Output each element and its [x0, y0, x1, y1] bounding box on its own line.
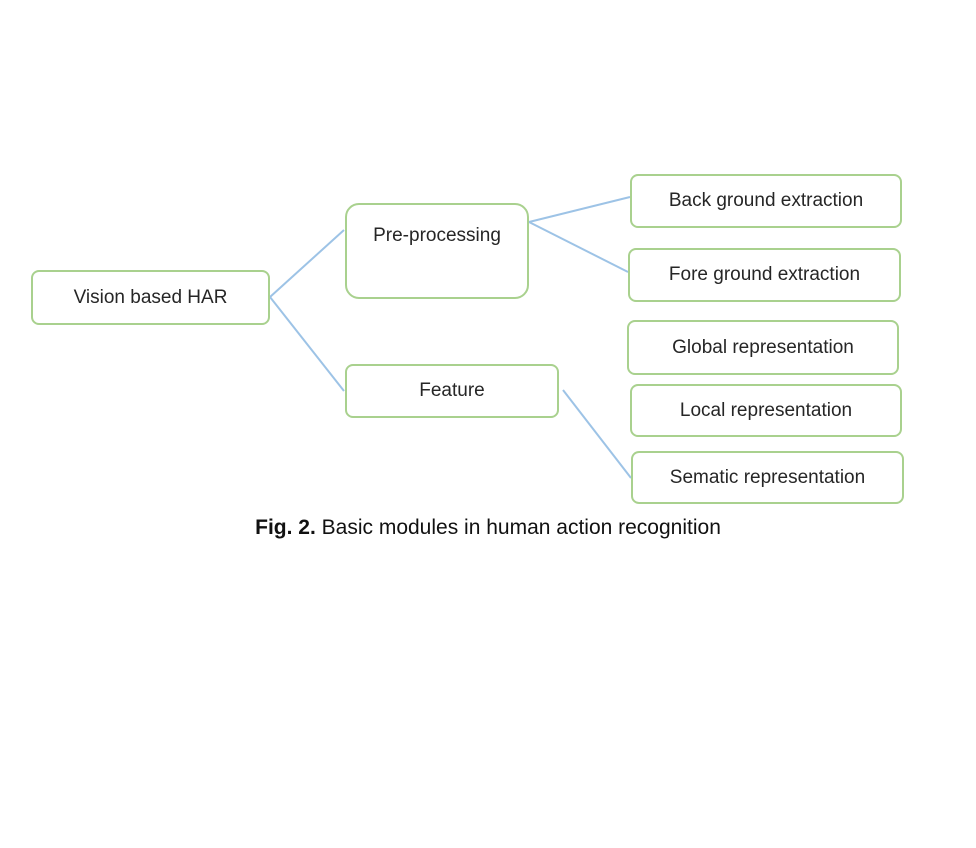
node-label: Vision based HAR: [73, 286, 228, 308]
node-label: Feature: [419, 380, 485, 401]
node-label: Back ground extraction: [668, 190, 864, 211]
connector-feature-to-sematic: [562, 389, 632, 479]
connector-preprocessing-to-background: [528, 196, 631, 223]
caption-text: Basic modules in human action recognitio…: [315, 516, 721, 539]
node-label: Pre-processing: [373, 225, 501, 246]
node-label: Local representation: [679, 399, 853, 421]
node-global-representation: Global representation: [627, 320, 899, 375]
connector-root-to-feature: [269, 296, 345, 392]
node-fore-ground-extraction: Fore ground extraction: [628, 248, 901, 302]
node-label: Sematic representation: [669, 466, 866, 488]
connector-preprocessing-to-foreground: [528, 221, 629, 273]
node-local-representation: Local representation: [630, 384, 902, 437]
figure-number: Fig. 2.: [255, 516, 316, 539]
node-back-ground-extraction: Back ground extraction: [630, 174, 902, 228]
figure-caption: Fig. 2. Basic modules in human action re…: [0, 516, 976, 540]
node-feature: Feature: [345, 364, 559, 418]
node-vision-based-har: Vision based HAR: [31, 270, 270, 325]
node-label: Fore ground extraction: [668, 264, 861, 285]
node-label: Global representation: [672, 336, 854, 358]
connector-root-to-preprocessing: [269, 229, 345, 298]
node-sematic-representation: Sematic representation: [631, 451, 904, 504]
node-pre-processing: Pre-processing: [345, 203, 529, 299]
